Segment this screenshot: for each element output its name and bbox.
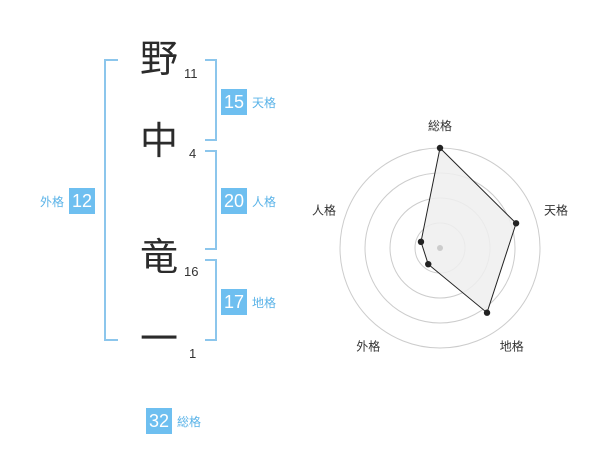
radar-point-5 [417,238,425,246]
jinkaku-bracket [205,150,217,250]
tenkaku-label: 天格 [252,95,277,110]
radar-center-dot [437,245,443,251]
tenkaku-bracket [205,59,217,141]
radar-point-4 [425,260,432,268]
radar-point-2 [512,220,520,227]
chikaku-score: 17 地格 [221,289,276,315]
jinkaku-score: 20 人格 [221,188,276,214]
name-char-3: 竜 [140,235,179,279]
stroke-count-4: 1 [189,346,197,361]
gaikaku-bracket [104,59,118,341]
name-char-2: 中 [140,119,179,163]
stroke-count-2: 4 [189,146,197,161]
radar-axis-label-3: 地格 [500,339,524,354]
name-char-1: 野 [140,37,179,81]
radar-axis-label-4: 外格 [356,339,380,354]
tenkaku-value: 15 [221,89,248,115]
tenkaku-score: 15 天格 [221,89,276,115]
radar-axis-label-5: 人格 [312,202,336,217]
radar-points [417,144,520,316]
radar-axis-label-1: 総格 [428,118,452,133]
chikaku-bracket [205,259,217,341]
gaikaku-label: 外格 [40,194,65,209]
gaikaku-value: 12 [69,188,96,214]
radar-point-3 [483,309,491,316]
stroke-count-1: 11 [184,66,198,81]
jinkaku-value: 20 [221,188,248,214]
soukaku-label: 総格 [177,414,202,429]
soukaku-score: 32 総格 [146,408,201,434]
jinkaku-label: 人格 [252,194,277,209]
soukaku-value: 32 [146,408,173,434]
chikaku-label: 地格 [252,295,277,310]
gaikaku-score: 外格 12 [40,188,96,214]
radar-point-1 [436,144,444,152]
stroke-count-3: 16 [184,264,199,279]
radar-axis-label-2: 天格 [544,202,568,217]
name-char-4: 一 [140,317,179,361]
chikaku-value: 17 [221,289,248,315]
radar-area [420,146,517,314]
